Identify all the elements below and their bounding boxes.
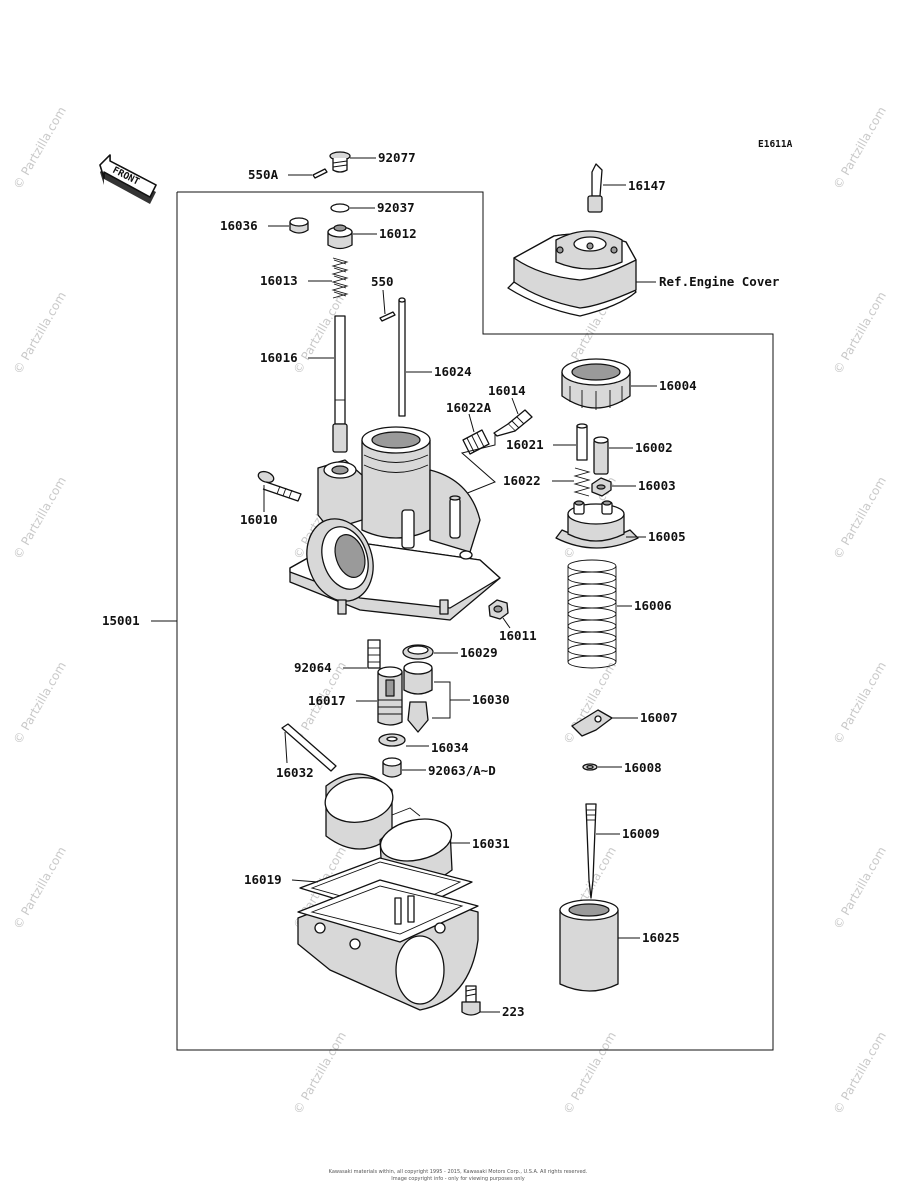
part-16002-screw bbox=[593, 436, 609, 475]
front-arrow-icon: FRONT bbox=[99, 154, 157, 204]
watermark: © Partzilla.com bbox=[290, 1029, 348, 1116]
watermark: © Partzilla.com bbox=[10, 844, 68, 931]
watermark: © Partzilla.com bbox=[830, 104, 888, 191]
part-16147-lever bbox=[587, 163, 603, 213]
label-16002: 16002 bbox=[635, 440, 673, 455]
label-16017: 16017 bbox=[308, 693, 346, 708]
label-16031: 16031 bbox=[472, 836, 510, 851]
assembly-outline bbox=[176, 191, 774, 1051]
part-92077-screw bbox=[329, 151, 351, 173]
part-16009-needle bbox=[585, 803, 597, 899]
part-16030-float-valve bbox=[403, 661, 433, 733]
label-550: 550 bbox=[371, 274, 394, 289]
label-16009: 16009 bbox=[622, 826, 660, 841]
label-ref-engine-cover: Ref.Engine Cover bbox=[659, 274, 780, 289]
label-16024: 16024 bbox=[434, 364, 472, 379]
watermark: © Partzilla.com bbox=[830, 1029, 888, 1116]
part-16014-screw bbox=[493, 409, 533, 437]
part-16005-top bbox=[555, 500, 639, 549]
label-15001: 15001 bbox=[102, 613, 140, 628]
part-16024-rod bbox=[398, 297, 406, 417]
watermark: © Partzilla.com bbox=[830, 474, 888, 561]
label-16036: 16036 bbox=[220, 218, 258, 233]
part-16036-cap bbox=[289, 217, 309, 234]
label-16008: 16008 bbox=[624, 760, 662, 775]
part-16013-spring bbox=[331, 257, 349, 299]
label-16022A: 16022A bbox=[446, 400, 492, 415]
label-92063: 92063/A~D bbox=[428, 763, 496, 778]
label-16011: 16011 bbox=[499, 628, 537, 643]
part-16032-pin bbox=[281, 723, 337, 772]
part-16011-nut bbox=[488, 599, 509, 620]
label-16004: 16004 bbox=[659, 378, 697, 393]
label-16013: 16013 bbox=[260, 273, 298, 288]
watermark: © Partzilla.com bbox=[560, 1029, 618, 1116]
part-carburetor-body bbox=[289, 426, 501, 621]
label-16030: 16030 bbox=[472, 692, 510, 707]
watermark: © Partzilla.com bbox=[10, 104, 68, 191]
part-16004-cap-ring bbox=[561, 358, 631, 410]
part-550A-pin bbox=[312, 168, 328, 179]
label-16014: 16014 bbox=[488, 383, 526, 398]
label-16147: 16147 bbox=[628, 178, 666, 193]
watermark: © Partzilla.com bbox=[830, 289, 888, 376]
label-92037: 92037 bbox=[377, 200, 415, 215]
diagram-code: E1611A bbox=[758, 139, 793, 150]
part-16008-clip bbox=[582, 763, 598, 771]
part-92064-jet bbox=[367, 639, 381, 669]
label-16007: 16007 bbox=[640, 710, 678, 725]
part-550-clip bbox=[379, 311, 396, 322]
label-16025: 16025 bbox=[642, 930, 680, 945]
watermark: © Partzilla.com bbox=[830, 659, 888, 746]
label-16006: 16006 bbox=[634, 598, 672, 613]
label-16022: 16022 bbox=[503, 473, 541, 488]
label-16029: 16029 bbox=[460, 645, 498, 660]
label-16010: 16010 bbox=[240, 512, 278, 527]
label-16019: 16019 bbox=[244, 872, 282, 887]
part-engine-cover bbox=[507, 230, 637, 317]
label-16032: 16032 bbox=[276, 765, 314, 780]
watermark: © Partzilla.com bbox=[830, 844, 888, 931]
watermark: © Partzilla.com bbox=[10, 659, 68, 746]
part-float-bowl bbox=[297, 879, 479, 1011]
label-16021: 16021 bbox=[506, 437, 544, 452]
part-16029-ring bbox=[402, 644, 434, 660]
part-16034-washer bbox=[378, 733, 406, 747]
part-16012-top-nut bbox=[327, 224, 353, 250]
part-16003-nut bbox=[591, 477, 612, 497]
part-16010-bolt bbox=[257, 470, 302, 502]
part-16022-spring bbox=[573, 467, 591, 497]
label-16034: 16034 bbox=[431, 740, 469, 755]
label-16016: 16016 bbox=[260, 350, 298, 365]
part-16007-plate bbox=[571, 709, 613, 737]
footer-copyright: Kawasaki materials within, all copyright… bbox=[329, 1169, 588, 1175]
label-92064: 92064 bbox=[294, 660, 332, 675]
watermark: © Partzilla.com bbox=[10, 474, 68, 561]
label-16005: 16005 bbox=[648, 529, 686, 544]
part-92037-oring bbox=[330, 203, 350, 213]
part-92063-main-jet bbox=[382, 757, 402, 778]
part-16017-needle-jet bbox=[377, 666, 403, 726]
watermark: © Partzilla.com bbox=[10, 289, 68, 376]
part-16016-rod bbox=[332, 315, 348, 453]
label-16003: 16003 bbox=[638, 478, 676, 493]
footer-note: Image copyright info - only for viewing … bbox=[391, 1176, 524, 1182]
part-223-screw bbox=[461, 985, 481, 1016]
part-16021-pin bbox=[576, 423, 588, 461]
watermark: © Partzilla.com bbox=[560, 659, 618, 746]
part-16006-spring bbox=[567, 559, 617, 669]
label-92077: 92077 bbox=[378, 150, 416, 165]
label-550A: 550A bbox=[248, 167, 279, 182]
part-16025-slide bbox=[559, 899, 619, 992]
label-16012: 16012 bbox=[379, 226, 417, 241]
label-223: 223 bbox=[502, 1004, 525, 1019]
part-16022A-spring bbox=[462, 429, 490, 455]
